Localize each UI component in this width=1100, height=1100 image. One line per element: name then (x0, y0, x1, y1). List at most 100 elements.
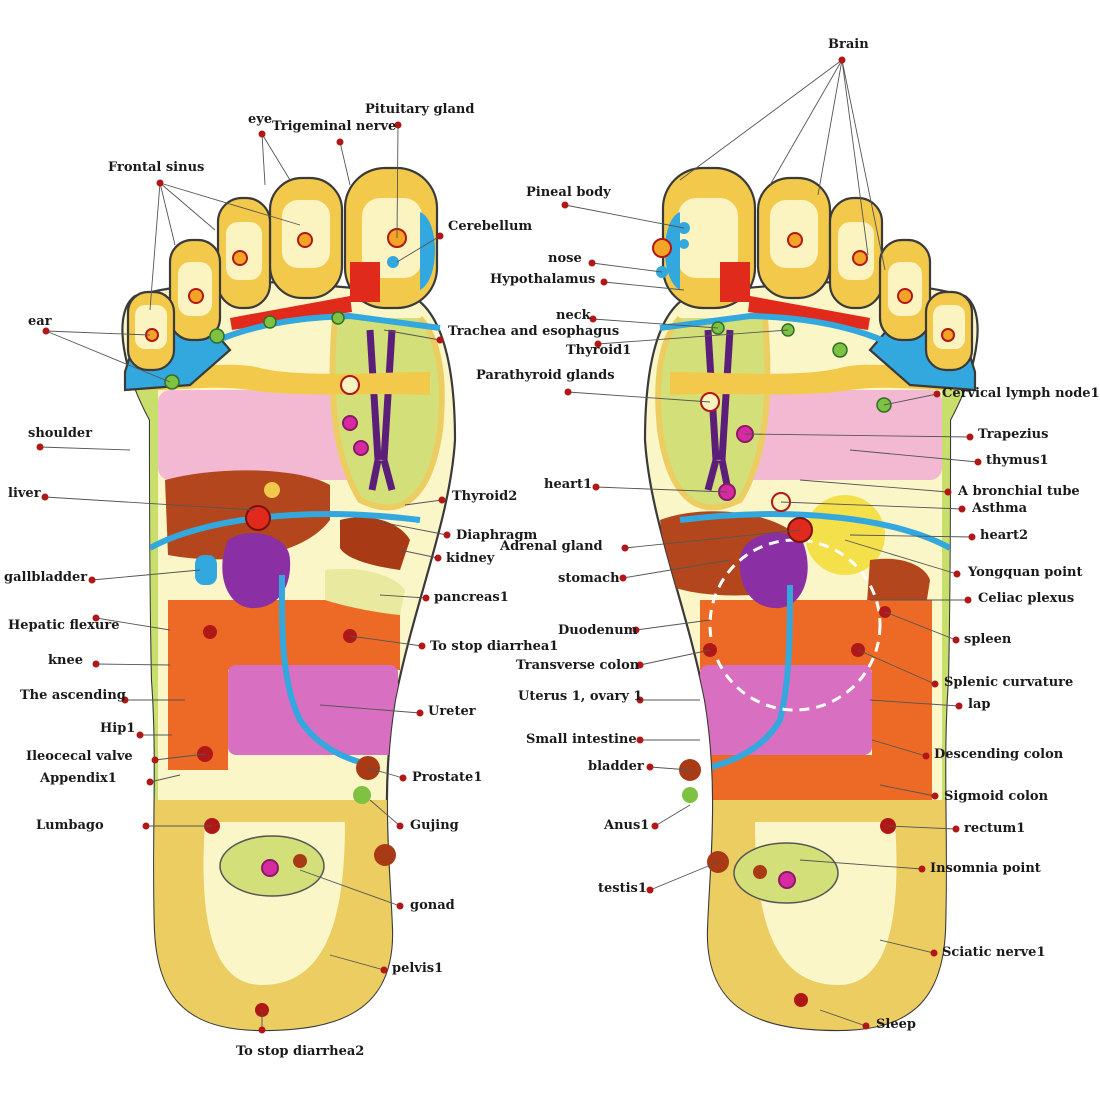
point-left-eye-4 (188, 288, 204, 304)
point-left-gujing-2 (374, 844, 396, 866)
left-adrenal-zone (340, 517, 410, 570)
leader-line-duodenum (635, 619, 711, 631)
left-neck-red-band (230, 296, 352, 330)
label-small-intestine: Small intestine (526, 732, 637, 747)
leader-line-trapezius (744, 433, 971, 438)
label-trapezius: Trapezius (978, 427, 1048, 442)
point-left-thyroid (340, 375, 360, 395)
leader-line-appendix1 (149, 774, 181, 783)
leader-line-bladder (649, 766, 691, 771)
leader-line-pancreas1 (379, 594, 427, 599)
leader-line-sleep (819, 1009, 867, 1027)
label-anus1: Anus1 (603, 818, 649, 833)
label-dot-neck (589, 315, 597, 323)
point-cerebellum (387, 256, 399, 268)
left-big-toe-red-base (350, 262, 380, 302)
leader-line-ileocecal-valve (154, 753, 206, 761)
point-right-hypothalamus (679, 239, 689, 249)
label-thyroid2: Thyroid2 (452, 489, 517, 504)
leader-line-stomach (622, 559, 731, 579)
label-dot-adrenal-gland (621, 544, 629, 552)
label-pineal-body: Pineal body (526, 185, 611, 200)
label-kidney: kidney (446, 551, 495, 566)
label-celiac-plexus: Celiac plexus (978, 591, 1074, 606)
leader-line-transverse-colon (639, 649, 711, 666)
label-dot-trapezius (966, 433, 974, 441)
leader-line-pelvis1 (329, 954, 385, 971)
label-uterus-1-ovary-1: Uterus 1, ovary 1 (518, 689, 642, 704)
leader-line-eye (261, 133, 266, 186)
leader-line-brain-1 (769, 59, 843, 186)
label-adrenal-gland: Adrenal gland (499, 539, 603, 554)
label-splenic-curvature: Splenic curvature (944, 675, 1073, 690)
right-neck-blue-line (659, 312, 952, 383)
label-dot-ileocecal-valve (151, 756, 159, 764)
label-cerebellum: Cerebellum (448, 219, 532, 234)
leader-line-sigmoid-colon (879, 784, 936, 797)
point-left-ascending (203, 625, 217, 639)
label-heart1: heart1 (544, 477, 592, 492)
leader-line-splenic-curvature (857, 649, 936, 685)
label-dot-hepatic-flexure (92, 614, 100, 622)
leader-line-frontal-sinus-2 (159, 182, 216, 231)
leader-line-cerebellum (396, 235, 441, 263)
label-ureter: Ureter (428, 704, 476, 719)
label-testis1: testis1 (598, 881, 647, 896)
label-parathyroid-glands: Parathyroid glands (476, 368, 615, 383)
point-right-eye-5 (941, 328, 955, 342)
label-dot-descending-colon (922, 752, 930, 760)
leader-line-thyroid2 (404, 499, 443, 506)
label-rectum1: rectum1 (964, 821, 1025, 836)
leader-line-heart1 (595, 486, 728, 493)
label-trigeminal-nerve: Trigeminal nerve (272, 119, 396, 134)
label-to-stop-diarrhea1: To stop diarrhea1 (430, 639, 558, 654)
leader-line-ureter (319, 704, 421, 714)
point-left-ear-1 (209, 328, 225, 344)
label-ear: ear (28, 314, 52, 329)
label-dot-prostate1 (399, 774, 407, 782)
label-dot-brain (838, 56, 846, 64)
label-dot-spleen (952, 636, 960, 644)
label-dot-to-stop-diarrhea1 (418, 642, 426, 650)
label-dot-yongquan-point (953, 570, 961, 578)
label-dot-celiac-plexus (964, 596, 972, 604)
leader-line-anus1 (654, 804, 691, 827)
leader-line-brain-3 (841, 59, 869, 256)
leader-line-brain (679, 59, 843, 181)
label-dot-cervical-lymph-node1 (933, 390, 941, 398)
leader-line-adrenal-gland (624, 529, 801, 549)
left-toe-5-pad (135, 305, 167, 349)
leader-line-descending-colon (871, 739, 927, 757)
point-right-pituitary (652, 238, 672, 258)
label-knee: knee (48, 653, 83, 668)
point-right-eye-3 (852, 250, 868, 266)
label-dot-thyroid1 (594, 340, 602, 348)
label-dot-kidney (434, 554, 442, 562)
label-liver: liver (8, 486, 41, 501)
leader-line-shoulder (39, 446, 131, 451)
label-dot-anus1 (651, 822, 659, 830)
leader-line-frontal-sinus-3 (159, 182, 301, 226)
label-dot-ear (42, 327, 50, 335)
label-dot-splenic-curvature (931, 680, 939, 688)
leader-line-testis1 (649, 861, 719, 891)
leader-line-pituitary-gland (396, 124, 399, 239)
right-heel-ring (700, 800, 950, 1030)
leader-line-ear-1 (45, 330, 171, 383)
leader-line-ear (45, 330, 151, 336)
leader-line-heart2 (849, 534, 973, 538)
label-dot-testis1 (646, 886, 654, 894)
label-gujing: Gujing (410, 818, 459, 833)
right-toe-5-pad (933, 305, 965, 349)
label-sigmoid-colon: Sigmoid colon (944, 789, 1049, 804)
leader-line-thyroid1 (597, 329, 789, 345)
leader-line-insomnia-point (799, 859, 923, 870)
leader-line-trigeminal-nerve (339, 141, 351, 186)
leader-line-asthma (780, 501, 963, 510)
label-pancreas1: pancreas1 (434, 590, 509, 605)
label-brain: Brain (828, 37, 869, 52)
point-left-gonad-2 (293, 854, 307, 868)
label-dot-small-intestine (636, 736, 644, 744)
